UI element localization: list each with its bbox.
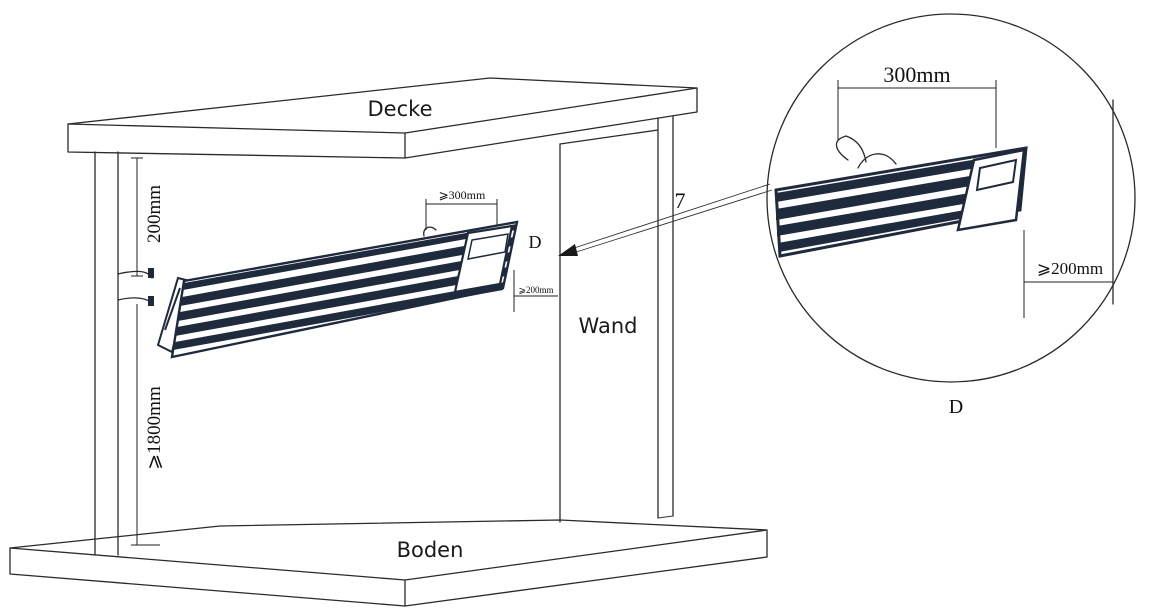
heater-unit bbox=[117, 220, 519, 359]
left-post bbox=[94, 151, 119, 556]
back-wall bbox=[559, 115, 674, 523]
dimension-lines bbox=[131, 157, 558, 546]
detail-view bbox=[766, 13, 1136, 383]
wall-detail-label: ⩾200mm bbox=[1037, 259, 1103, 278]
post-mark: 7 bbox=[675, 188, 686, 213]
floor-label: Boden bbox=[397, 538, 464, 562]
ceiling-slab bbox=[67, 77, 698, 159]
spacing-small-label: ⩾300mm bbox=[439, 188, 486, 202]
ceiling-label: Decke bbox=[368, 97, 433, 121]
detail-pointer bbox=[558, 183, 773, 256]
floor-slab bbox=[9, 519, 768, 607]
top-clearance-label: 200mm bbox=[144, 185, 165, 243]
wall-label: Wand bbox=[579, 314, 638, 338]
floor-clearance-label: ⩾1800mm bbox=[144, 386, 165, 470]
marker-label: D bbox=[529, 232, 542, 252]
wall-small-label: ⩾200mm bbox=[518, 285, 553, 295]
detail-marker-label: D bbox=[949, 396, 963, 418]
spacing-detail-label: 300mm bbox=[883, 62, 950, 87]
